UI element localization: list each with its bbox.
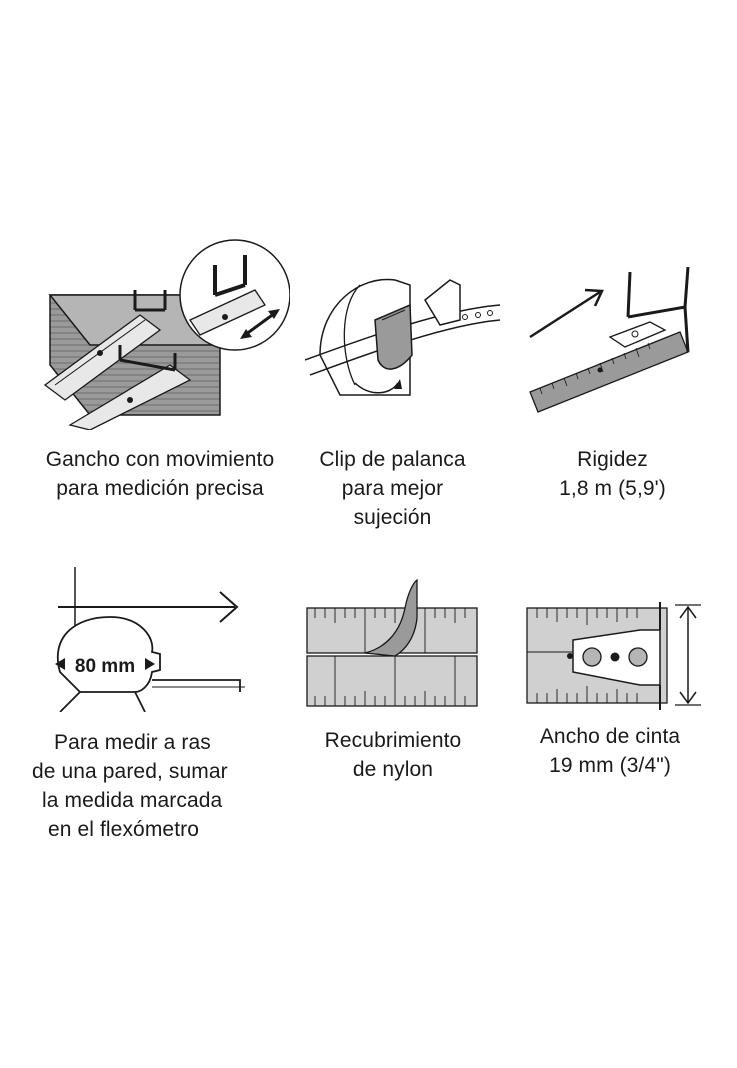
feature-clip-caption: Clip de palanca para mejor sujeción [319, 448, 466, 529]
feature-flush-caption: Para medir a ras de una pared, sumar la … [32, 731, 228, 841]
belt-clip-icon [300, 265, 505, 405]
feature-rigidity-caption: Rigidez 1,8 m (5,9') [559, 448, 666, 500]
nylon-coating-icon [305, 578, 485, 708]
feature-nylon-caption: Recubrimiento de nylon [324, 729, 462, 781]
case-length-label: 80 mm [75, 656, 135, 677]
case-length-icon: 80 mm [40, 562, 260, 712]
feature-hook-caption: Gancho con movimiento para medición prec… [45, 448, 275, 500]
feature-width-caption: Ancho de cinta 19 mm (3/4") [539, 725, 681, 777]
tape-width-icon [525, 600, 705, 712]
movable-hook-icon [40, 235, 290, 430]
tape-standout-icon [520, 262, 700, 422]
